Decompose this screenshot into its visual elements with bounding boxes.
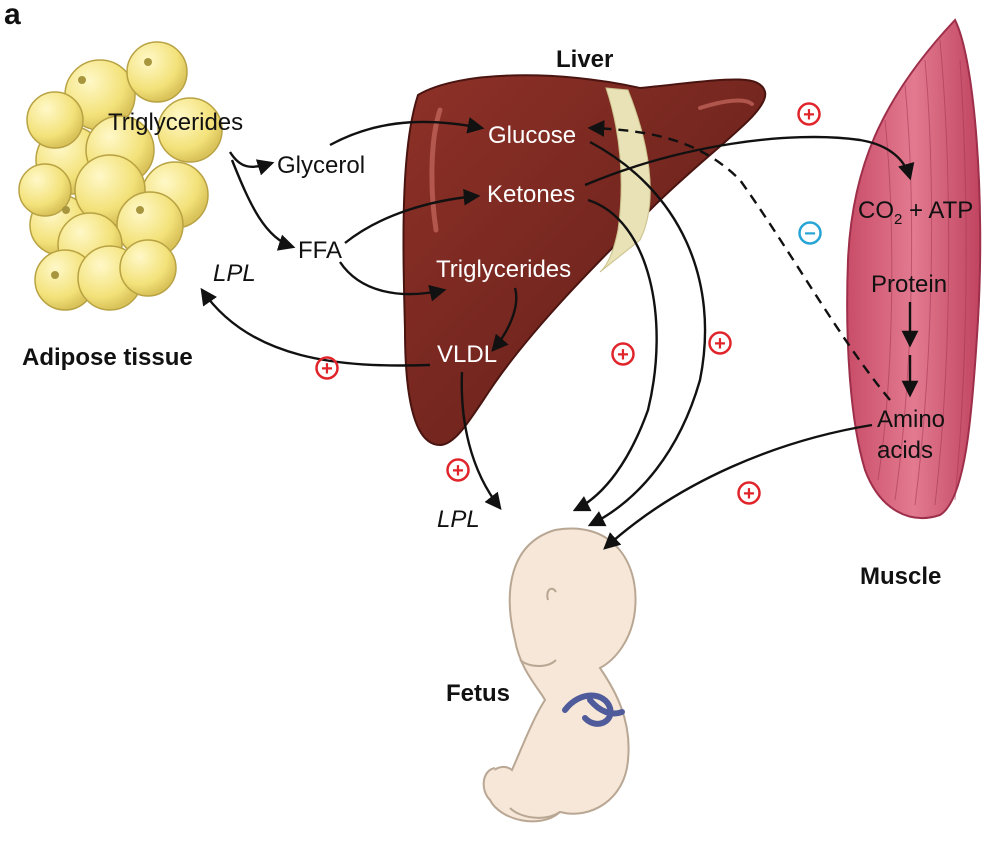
arrow-ffa-to-ketones (344, 188, 481, 244)
liver-title: Liver (556, 46, 613, 73)
fetus-illustration (482, 527, 637, 823)
plus-sign-amino: + (737, 481, 761, 505)
liver-triglycerides-label: Triglycerides (436, 256, 571, 283)
minus-sign-gluconeogenesis: − (798, 221, 822, 245)
arrow-ffa-to-liver-triglycerides (339, 261, 447, 302)
arrow-vldl-to-fetus (460, 371, 502, 510)
arrow-triglycerides-to-glycerol (228, 151, 275, 176)
liver-glucose-label: Glucose (488, 122, 576, 149)
svg-text:+: + (617, 344, 629, 366)
fetus-lpl-label: LPL (437, 506, 480, 533)
panel-label: a (4, 0, 21, 31)
svg-text:CO2 + ATP: CO2 + ATP (858, 197, 973, 228)
plus-sign-vldl: + (315, 356, 339, 380)
muscle-title: Muscle (860, 563, 941, 590)
arrow-glycerol-to-glucose (329, 117, 485, 147)
svg-text:+: + (714, 333, 726, 355)
plus-sign-fetus-lpl: + (446, 458, 470, 482)
umbilical-cord (562, 692, 625, 727)
adipose-nuclei (51, 58, 152, 279)
arrows (200, 117, 919, 550)
svg-text:+: + (452, 460, 464, 482)
arrow-amino-to-fetus (603, 423, 873, 550)
adipose-triglycerides-label: Triglycerides (108, 109, 243, 136)
liver-illustration (402, 74, 767, 447)
arrow-triglycerides-to-ffa (230, 159, 296, 251)
ffa-label: FFA (298, 237, 342, 264)
muscle-protein-label: Protein (871, 271, 947, 298)
arrow-triglycerides-to-vldl (491, 287, 518, 352)
arrow-ketones-to-fetus (572, 198, 658, 512)
arrow-vldl-to-adipose (200, 287, 431, 367)
plus-sign-liver-middle: + (611, 342, 635, 366)
svg-text:+: + (803, 104, 815, 126)
muscle-co2-atp-label: CO2 + ATP (858, 197, 973, 228)
fetus-title: Fetus (446, 680, 510, 707)
adipose-lpl-label: LPL (213, 260, 256, 287)
liver-ketones-label: Ketones (487, 181, 575, 208)
adipose-tissue-label: Adipose tissue (22, 344, 193, 371)
svg-text:+: + (321, 358, 333, 380)
svg-text:+: + (743, 483, 755, 505)
glycerol-label: Glycerol (277, 152, 365, 179)
svg-text:−: − (804, 223, 816, 245)
plus-sign-top: + (797, 102, 821, 126)
arrow-glucose-to-fetus (587, 140, 707, 527)
arrow-amino-to-glucose (587, 120, 891, 401)
arrow-ketones-to-co2 (584, 135, 915, 187)
muscle-amino-label-line1: Amino (877, 406, 945, 433)
adipose-cells-illustration (18, 41, 223, 311)
plus-sign-liver-right: + (708, 331, 732, 355)
liver-vldl-label: VLDL (437, 341, 497, 368)
muscle-amino-label-line2: acids (877, 437, 933, 464)
